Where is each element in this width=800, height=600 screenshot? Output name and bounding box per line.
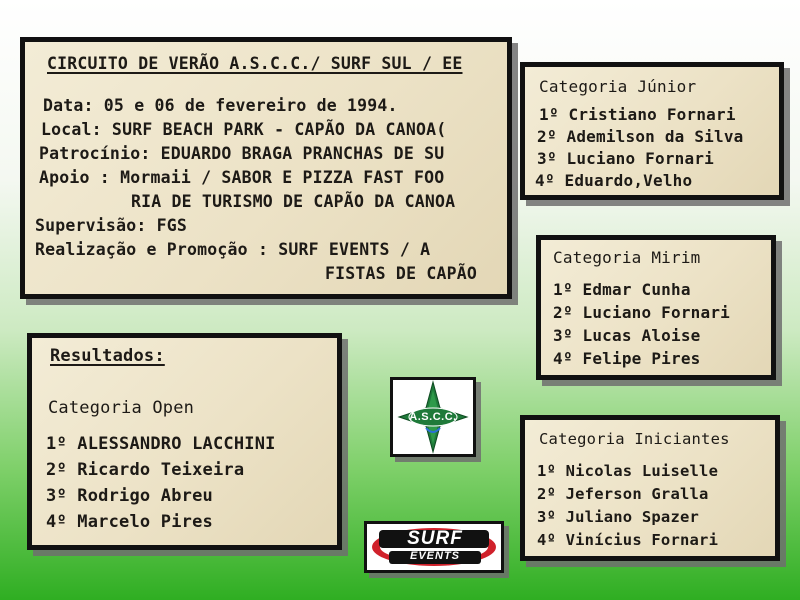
mirim-result-3: 3º Lucas Aloise — [553, 326, 701, 345]
event-date: Data: 05 e 06 de fevereiro de 1994. — [43, 96, 398, 115]
event-support-line-2: RIA DE TURISMO DE CAPÃO DA CANOA — [131, 192, 456, 211]
iniciantes-result-1: 1º Nicolas Luiselle — [537, 462, 719, 480]
junior-category-card: Categoria Júnior 1º Cristiano Fornari 2º… — [520, 62, 784, 200]
mirim-category-card: Categoria Mirim 1º Edmar Cunha 2º Lucian… — [536, 235, 776, 380]
iniciantes-result-4: 4º Vinícius Fornari — [537, 531, 719, 549]
open-result-3: 3º Rodrigo Abreu — [46, 486, 213, 506]
mirim-result-1: 1º Edmar Cunha — [553, 280, 691, 299]
event-title: CIRCUITO DE VERÃO A.S.C.C./ SURF SUL / E… — [47, 54, 463, 73]
junior-category-title: Categoria Júnior — [539, 77, 697, 96]
open-result-2: 2º Ricardo Teixeira — [46, 460, 245, 480]
event-info-card: CIRCUITO DE VERÃO A.S.C.C./ SURF SUL / E… — [20, 37, 512, 299]
mirim-category-title: Categoria Mirim — [553, 248, 701, 267]
ascc-star-icon — [397, 380, 469, 454]
events-logo-text: EVENTS — [409, 550, 460, 562]
event-promotion-line-2: FISTAS DE CAPÃO — [325, 264, 478, 283]
ascc-logo: A.S.C.C. — [390, 377, 476, 457]
surf-events-swoosh-icon — [372, 528, 496, 566]
open-category-card: Resultados: Categoria Open 1º ALESSANDRO… — [27, 333, 342, 550]
mirim-result-2: 2º Luciano Fornari — [553, 303, 730, 322]
iniciantes-category-title: Categoria Iniciantes — [539, 430, 730, 448]
open-result-1: 1º ALESSANDRO LACCHINI — [46, 434, 276, 454]
event-promotion-line-1: Realização e Promoção : SURF EVENTS / A — [35, 240, 431, 259]
junior-result-1: 1º Cristiano Fornari — [539, 105, 736, 124]
iniciantes-category-card: Categoria Iniciantes 1º Nicolas Luiselle… — [520, 415, 780, 561]
event-supervision: Supervisão: FGS — [35, 216, 188, 235]
mirim-result-4: 4º Felipe Pires — [553, 349, 701, 368]
ascc-logo-text: A.S.C.C. — [409, 411, 457, 423]
iniciantes-result-3: 3º Juliano Spazer — [537, 508, 700, 526]
open-category-title: Categoria Open — [48, 398, 195, 418]
open-result-4: 4º Marcelo Pires — [46, 512, 213, 532]
iniciantes-result-2: 2º Jeferson Gralla — [537, 485, 709, 503]
junior-result-4: 4º Eduardo,Velho — [535, 171, 693, 190]
surf-events-logo: SURF EVENTS — [364, 521, 504, 573]
junior-result-3: 3º Luciano Fornari — [537, 149, 714, 168]
junior-result-2: 2º Ademilson da Silva — [537, 127, 744, 146]
event-location: Local: SURF BEACH PARK - CAPÃO DA CANOA( — [41, 120, 447, 139]
results-heading: Resultados: — [50, 346, 165, 366]
event-sponsor: Patrocínio: EDUARDO BRAGA PRANCHAS DE SU — [39, 144, 445, 163]
event-support-line-1: Apoio : Mormaii / SABOR E PIZZA FAST FOO — [39, 168, 445, 187]
surf-logo-text: SURF — [407, 528, 463, 549]
